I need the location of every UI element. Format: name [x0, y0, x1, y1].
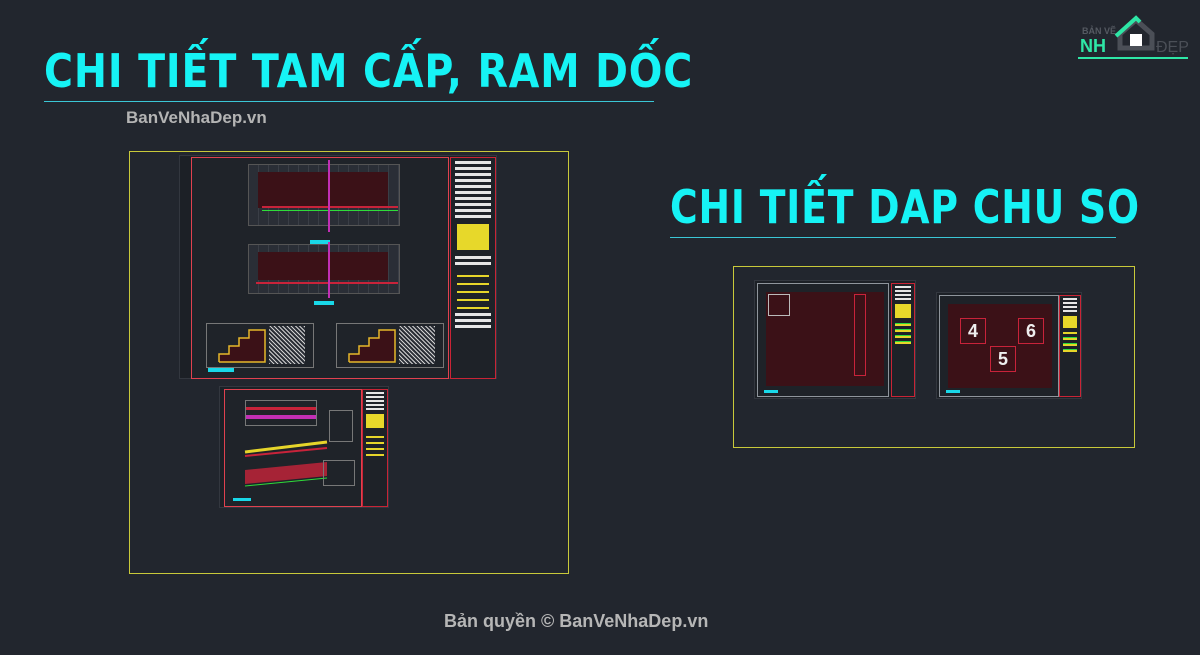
digits-plan-fill [766, 292, 884, 386]
ramp-plan [245, 400, 317, 426]
signatures [895, 322, 911, 344]
digit-4: 4 [960, 318, 986, 344]
axis-line [328, 242, 330, 298]
ramp-drawing-frame [129, 151, 569, 574]
signatures [457, 269, 489, 309]
plan-label [314, 301, 334, 305]
ramp-sheet-2-drawing-area [224, 389, 362, 507]
title-block [891, 283, 915, 397]
digit-6: 6 [1018, 318, 1044, 344]
logo-text-right: ĐẸP [1156, 39, 1189, 56]
digits-drawing-frame [733, 266, 1135, 448]
signatures [1063, 332, 1077, 352]
ramp-line [246, 415, 316, 419]
ramp-section-drawing [244, 440, 328, 487]
ramp-sheet-1 [179, 155, 497, 379]
ramp-section-title: CHI TIẾT TAM CẤP, RAM DỐC [44, 44, 694, 98]
plan-line [256, 282, 398, 284]
ramp-sheet-1-drawing-area [191, 157, 449, 379]
brand-logo: BẢN VẼ NH ĐẸP [1076, 12, 1194, 64]
sheet-label [233, 498, 251, 501]
sheet-label [208, 368, 234, 372]
axis-line [328, 160, 330, 232]
digits-section-title: CHI TIẾT DAP CHU SO [670, 180, 1140, 234]
logo-text-left: NH [1080, 36, 1106, 56]
house-logo-icon [1078, 15, 1188, 59]
step-plan-top-fill [258, 172, 388, 208]
digit-outline [854, 294, 866, 376]
stair-profile-icon [348, 329, 396, 363]
stair-profile-icon [218, 329, 266, 363]
digits-sheet-1 [754, 280, 916, 399]
digits-sheet-1-area [757, 283, 889, 397]
ramp-section-subtitle: BanVeNhaDep.vn [126, 108, 267, 127]
hatch [399, 326, 435, 364]
step-plan-bottom-fill [258, 252, 388, 280]
ramp-line [246, 407, 316, 410]
copyright-footer: Bản quyền © BanVeNhaDep.vn [444, 611, 709, 631]
digit-5: 5 [990, 346, 1016, 372]
sheet-label [946, 390, 960, 393]
crown-logo-icon [457, 224, 489, 250]
signatures [366, 432, 384, 456]
crown-logo-icon [895, 304, 911, 318]
crown-logo-icon [366, 414, 384, 428]
step-section-left [206, 323, 314, 368]
digit-outline [768, 294, 790, 316]
hatch [269, 326, 305, 364]
title-block [450, 157, 496, 379]
ramp-detail [329, 410, 353, 442]
ramp-detail [323, 460, 355, 486]
step-section-right [336, 323, 444, 368]
plan-label [310, 240, 330, 244]
sheet-label [764, 390, 778, 393]
digits-sheet-2: 4 6 5 [936, 292, 1082, 399]
plan-line [262, 206, 398, 208]
crown-logo-icon [1063, 316, 1077, 328]
title-block [1059, 295, 1081, 397]
digits-sheet-2-area: 4 6 5 [939, 295, 1059, 397]
digits-title-underline [670, 237, 1116, 238]
ramp-title-underline [44, 101, 654, 102]
title-block [362, 389, 388, 507]
ramp-sheet-2 [219, 386, 389, 508]
plan-line [262, 210, 398, 211]
logo-text-top: BẢN VẼ [1082, 26, 1117, 36]
